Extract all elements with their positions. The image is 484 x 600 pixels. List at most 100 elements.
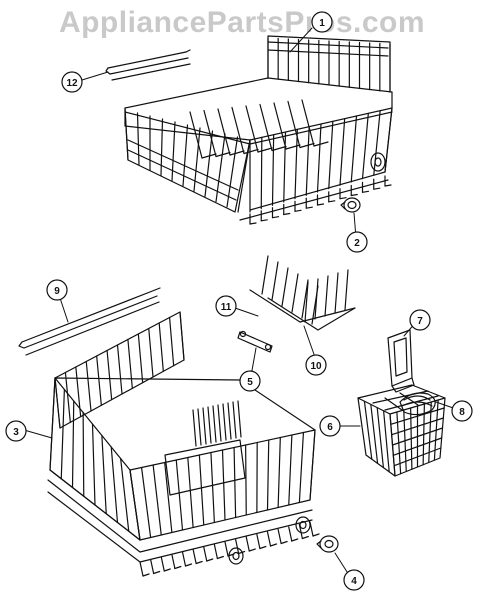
wire <box>212 405 217 443</box>
wire <box>384 107 393 173</box>
wire <box>192 409 197 447</box>
wire <box>60 388 65 480</box>
wire <box>316 203 325 206</box>
callout-3: 3 <box>5 420 27 442</box>
wire <box>314 278 319 320</box>
wire <box>260 219 268 222</box>
svg-text:12: 12 <box>66 78 78 89</box>
wire <box>136 112 140 166</box>
wire <box>271 145 287 152</box>
wire <box>271 134 275 206</box>
wire <box>259 545 267 550</box>
wire <box>361 190 370 193</box>
wire <box>160 556 165 572</box>
wire <box>179 311 185 361</box>
wire <box>328 120 334 190</box>
wire <box>217 404 222 442</box>
wire <box>245 105 259 153</box>
wire <box>301 535 309 540</box>
wire <box>116 344 123 395</box>
svg-text:6: 6 <box>327 422 333 433</box>
wire <box>273 102 287 150</box>
wire <box>198 454 205 526</box>
part-12-rail <box>105 49 191 81</box>
svg-text:4: 4 <box>351 576 357 587</box>
wire <box>140 466 152 539</box>
wire <box>361 112 369 180</box>
wire <box>261 255 269 295</box>
watermark-logo: AppliancePartsPros.com <box>58 6 426 39</box>
wire <box>110 446 119 524</box>
part-7-handle <box>387 329 415 393</box>
wire <box>316 123 322 193</box>
wire <box>271 261 279 301</box>
wire <box>217 108 231 156</box>
wire <box>383 410 390 473</box>
wire <box>221 449 226 521</box>
wire <box>392 437 443 456</box>
lower-rack <box>47 311 320 577</box>
part-4-wheel <box>316 535 339 553</box>
wire <box>203 109 217 158</box>
wire <box>328 200 336 203</box>
wire <box>391 427 444 446</box>
wire <box>91 423 96 506</box>
wire <box>291 538 299 542</box>
wire <box>277 436 281 509</box>
svg-text:5: 5 <box>247 377 253 388</box>
wire <box>106 349 113 401</box>
wire <box>150 558 155 575</box>
part-5-clip <box>237 330 273 353</box>
wire <box>271 216 280 219</box>
svg-text:3: 3 <box>13 427 19 438</box>
wire <box>266 439 270 511</box>
wire <box>226 136 239 208</box>
wire <box>213 543 218 560</box>
wire <box>192 548 197 565</box>
wire <box>376 407 384 469</box>
wire <box>175 459 184 531</box>
wire <box>184 563 193 567</box>
wire <box>160 118 164 177</box>
wire <box>235 538 240 555</box>
wire <box>158 322 164 372</box>
wire <box>204 130 214 197</box>
wire <box>287 100 301 149</box>
wire <box>243 148 259 155</box>
wire <box>207 406 212 444</box>
wire <box>277 528 282 545</box>
callout-2: 2 <box>346 231 368 253</box>
wire <box>82 411 85 497</box>
wire <box>64 371 71 423</box>
wire <box>148 327 154 378</box>
wire <box>259 103 273 152</box>
wire <box>291 273 299 313</box>
wire <box>85 360 92 412</box>
wire <box>370 403 379 464</box>
wire <box>163 568 171 572</box>
wire <box>139 561 144 577</box>
wire <box>49 377 56 471</box>
wire <box>312 533 320 537</box>
wire <box>266 531 272 547</box>
wire <box>280 540 288 545</box>
wire <box>171 553 176 570</box>
callout-7: 7 <box>409 309 431 331</box>
wire <box>391 417 444 436</box>
wire <box>182 124 189 187</box>
wire <box>197 408 202 446</box>
wire <box>305 206 313 209</box>
callouts <box>23 27 460 576</box>
callout-8: 8 <box>451 400 473 422</box>
svg-text:2: 2 <box>354 238 360 249</box>
wire <box>210 451 215 524</box>
wire <box>152 464 162 536</box>
wire <box>334 272 339 314</box>
svg-text:8: 8 <box>459 407 465 418</box>
callout-1: 1 <box>311 11 333 33</box>
wire <box>339 197 347 200</box>
wire <box>168 316 175 367</box>
wire <box>350 193 358 197</box>
wire <box>384 184 392 187</box>
wire <box>373 187 381 190</box>
